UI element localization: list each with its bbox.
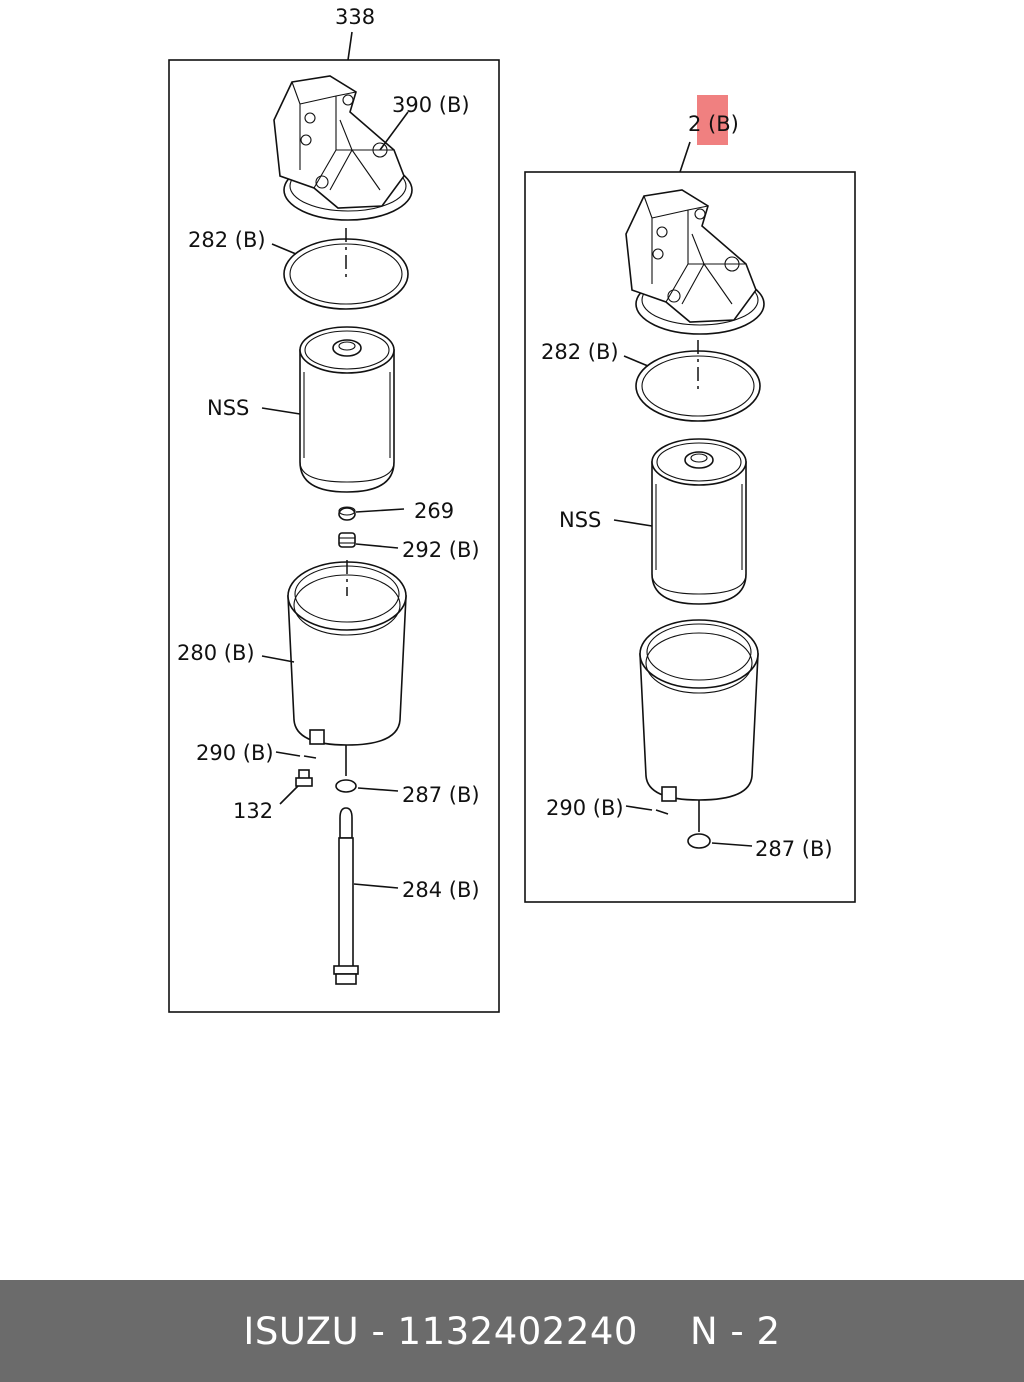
- label-287-right: 287 (B): [755, 837, 833, 861]
- brand-part-number: ISUZU - 1132402240: [243, 1309, 638, 1353]
- filter-head-left: [273, 75, 413, 221]
- label-269: 269: [414, 499, 454, 523]
- filter-bowl-right: [639, 619, 759, 802]
- left-assembly-label: 338: [335, 5, 375, 29]
- label-nss-left: NSS: [207, 396, 249, 420]
- spring-292: [338, 532, 356, 548]
- label-282-right: 282 (B): [541, 340, 619, 364]
- footer-bar: ISUZU - 1132402240 N - 2: [0, 1280, 1024, 1382]
- label-284: 284 (B): [402, 878, 480, 902]
- filter-element-left: [299, 326, 395, 493]
- part-269: [338, 506, 356, 521]
- gasket-287-left: [335, 779, 357, 793]
- label-nss-right: NSS: [559, 508, 601, 532]
- pin-290-left: [303, 755, 317, 759]
- label-282-left: 282 (B): [188, 228, 266, 252]
- diagram-code: N - 2: [689, 1309, 781, 1353]
- filter-head-right: [625, 189, 765, 335]
- label-292: 292 (B): [402, 538, 480, 562]
- drain-plug-132: [295, 769, 313, 787]
- gasket-287-right: [687, 833, 711, 849]
- label-280-left: 280 (B): [177, 641, 255, 665]
- left-assembly-frame: [168, 59, 500, 1013]
- filter-element-right: [651, 438, 747, 605]
- label-290-right: 290 (B): [546, 796, 624, 820]
- right-assembly-label: 2 (B): [688, 112, 739, 136]
- label-287-left: 287 (B): [402, 783, 480, 807]
- label-290-left: 290 (B): [196, 741, 274, 765]
- label-132: 132: [233, 799, 273, 823]
- right-assembly: 2 (B) 282 (B) NSS: [524, 95, 856, 903]
- right-assembly-frame: [524, 171, 856, 903]
- pin-290-right: [655, 809, 669, 815]
- highlight-marker: [697, 95, 728, 145]
- label-390: 390 (B): [392, 93, 470, 117]
- center-bolt-284: [333, 807, 359, 985]
- parts-diagram: 338 390 (B) 282 (B): [168, 5, 856, 1013]
- left-assembly: 338 390 (B) 282 (B): [168, 5, 500, 1013]
